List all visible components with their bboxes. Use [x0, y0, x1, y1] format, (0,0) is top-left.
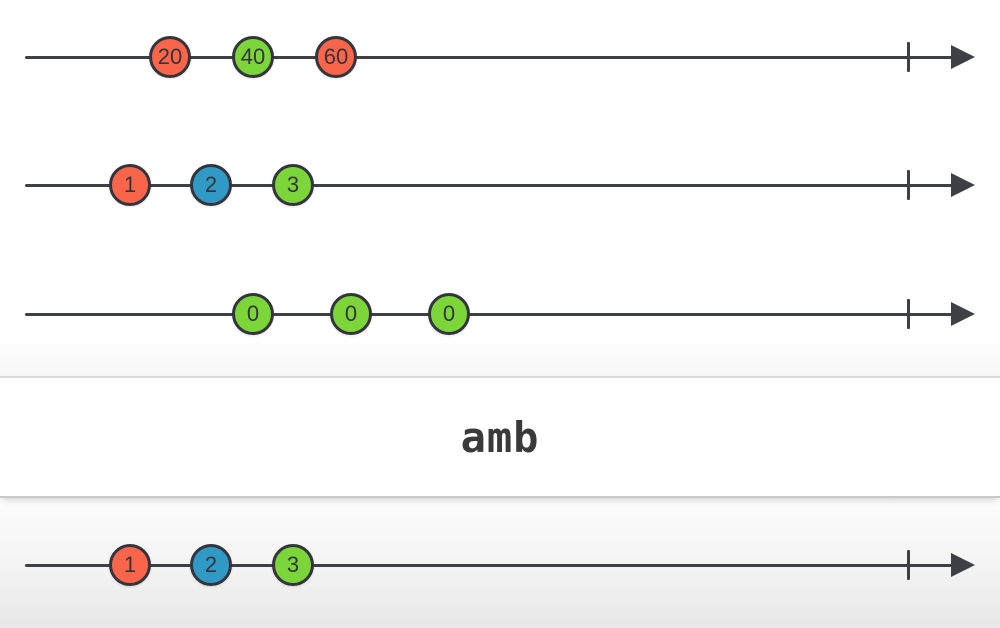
timeline-line	[25, 183, 960, 187]
completion-tick[interactable]	[906, 42, 910, 72]
marble-60[interactable]: 60	[315, 36, 357, 78]
arrowhead-icon	[951, 173, 975, 197]
timeline-line	[25, 312, 960, 316]
arrowhead-icon	[951, 45, 975, 69]
timeline-line	[25, 55, 960, 59]
completion-tick	[906, 550, 910, 580]
marble-0[interactable]: 0	[330, 293, 372, 335]
output-observable-section	[0, 498, 1000, 628]
marble-2: 2	[190, 544, 232, 586]
marble-20[interactable]: 20	[149, 36, 191, 78]
completion-tick[interactable]	[906, 299, 910, 329]
marble-3: 3	[272, 544, 314, 586]
operator-label: amb	[460, 412, 540, 462]
marble-1: 1	[109, 544, 151, 586]
arrowhead-icon	[951, 553, 975, 577]
marble-1[interactable]: 1	[109, 164, 151, 206]
completion-tick[interactable]	[906, 170, 910, 200]
arrowhead-icon	[951, 302, 975, 326]
marble-0[interactable]: 0	[428, 293, 470, 335]
marble-2[interactable]: 2	[190, 164, 232, 206]
timeline-line	[25, 563, 960, 567]
marble-0[interactable]: 0	[232, 293, 274, 335]
marble-3[interactable]: 3	[272, 164, 314, 206]
operator-box: amb	[0, 376, 1000, 498]
marble-40[interactable]: 40	[232, 36, 274, 78]
